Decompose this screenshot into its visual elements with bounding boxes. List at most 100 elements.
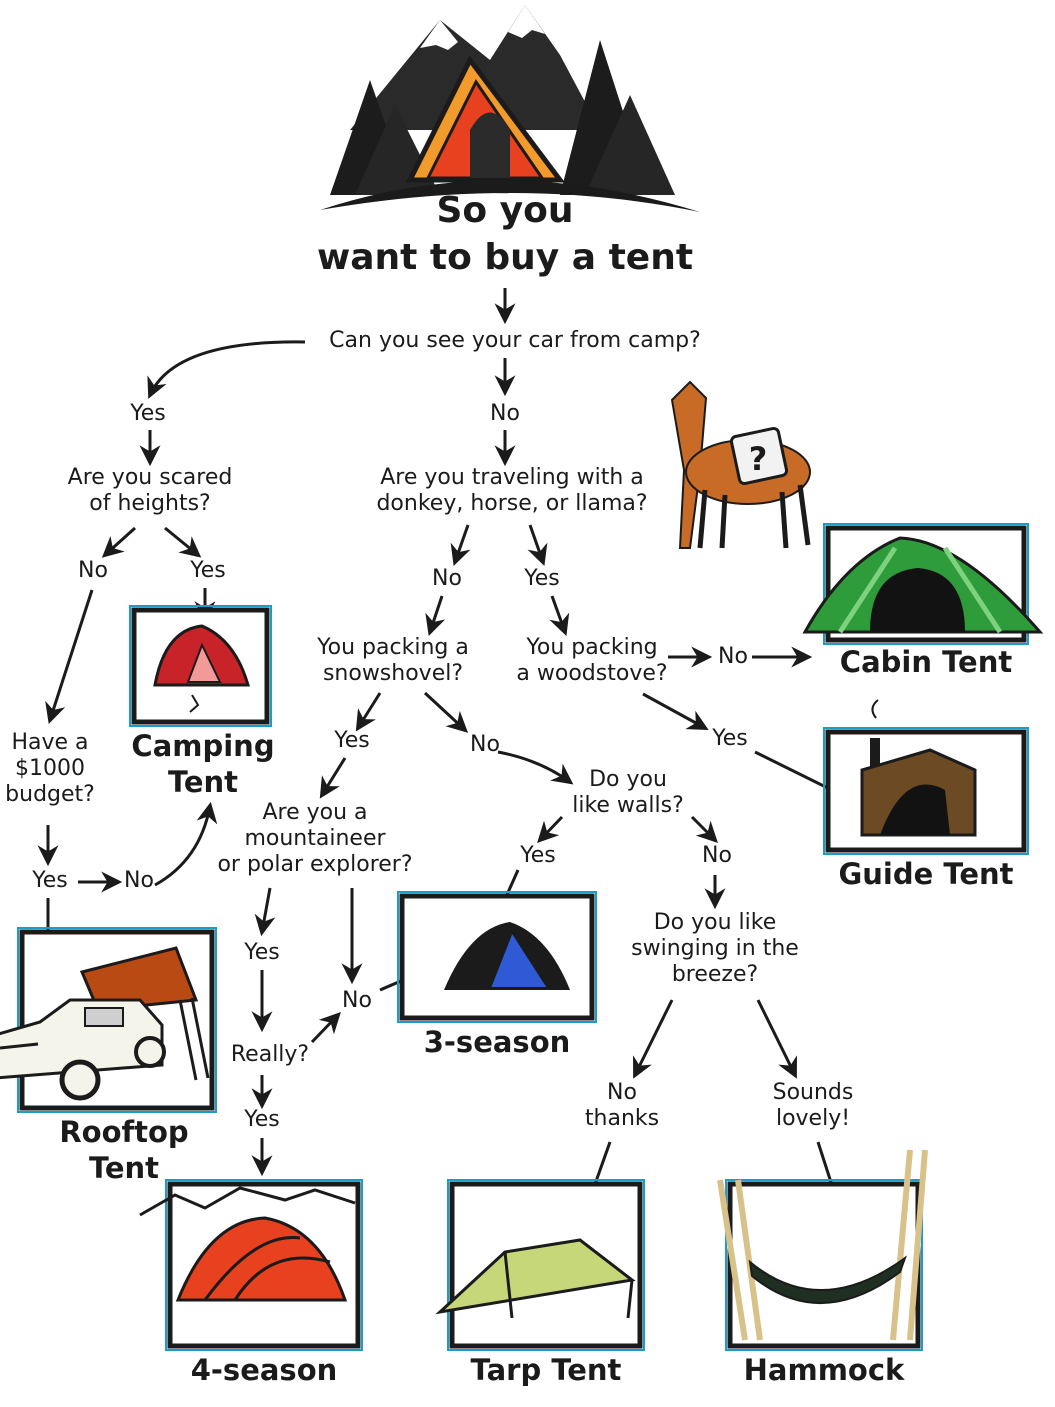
answer-mount-no: No <box>342 988 372 1013</box>
question-swing-line-2: swinging in the <box>631 935 799 961</box>
arrow-hno-to-budget <box>45 589 94 724</box>
question-really: Really? <box>230 1042 310 1067</box>
answer-swing-yes-line-2: lovely! <box>775 1105 851 1131</box>
arrow-animal-to-yes <box>527 524 548 566</box>
result-guide-tent: Guide Tent <box>838 857 1014 891</box>
answer-budget-yes: Yes <box>32 868 68 893</box>
answer-heights-yes: Yes <box>190 558 226 583</box>
answer-swing-no-line-1: No <box>607 1080 637 1105</box>
question-swinging: Do you like swinging in the breeze? <box>610 910 820 988</box>
arrow-nyes-to-mount <box>319 757 347 799</box>
answer-snow-no: No <box>470 732 500 757</box>
answer-heights-no: No <box>78 558 108 583</box>
question-budget-line-2: $1000 <box>15 755 85 781</box>
answer-mount-yes: Yes <box>244 940 280 965</box>
arrow-ano-to-snow <box>425 595 446 636</box>
arrow-swing-to-no <box>633 999 674 1079</box>
guide-tent-icon <box>860 699 977 837</box>
question-mount-line-2: mountaineer <box>244 825 386 851</box>
camping-tent-icon <box>153 624 250 713</box>
result-4season-tent: 4-season <box>190 1353 338 1387</box>
result-cabin-tent: Cabin Tent <box>839 645 1013 679</box>
question-heights-line-1: Are you scared <box>67 465 233 490</box>
result-rooftop-line-2: Tent <box>88 1151 160 1186</box>
question-walls: Do you like walls? <box>548 767 708 819</box>
result-tarp-tent: Tarp Tent <box>470 1353 622 1387</box>
question-budget-line-3: budget? <box>5 781 95 807</box>
question-snowshovel: You packing a snowshovel? <box>298 635 488 687</box>
arrow-walls-to-no <box>690 815 718 843</box>
result-rooftop-line-1: Rooftop <box>59 1115 189 1149</box>
answer-swing-yes-line-1: Sounds <box>772 1080 854 1105</box>
flow-arrows <box>37 288 856 1239</box>
question-heights: Are you scared of heights? <box>40 465 260 517</box>
result-frame-glow <box>17 523 1029 1351</box>
result-hammock: Hammock <box>743 1353 905 1387</box>
cabin-tent-icon <box>802 536 1044 634</box>
arrow-bno-to-camping <box>154 801 218 887</box>
question-swing-line-3: breeze? <box>671 961 759 987</box>
rooftop-tent-icon <box>0 946 210 1101</box>
arrow-snow-to-no <box>423 691 469 733</box>
answer-stove-no: No <box>718 644 748 669</box>
question-stove-line-2: a woodstove? <box>516 660 668 686</box>
tarp-tent-icon <box>435 1238 636 1319</box>
answer-animal-no: No <box>432 566 462 591</box>
question-animal-line-1: Are you traveling with a <box>380 465 644 490</box>
arrow-heights-to-no <box>101 526 137 558</box>
answer-walls-no: No <box>702 843 732 868</box>
arrow-heights-to-yes <box>164 526 202 558</box>
answer-animal-yes: Yes <box>524 566 560 591</box>
answer-stove-yes: Yes <box>712 726 748 751</box>
result-camping-line-2: Tent <box>167 765 239 800</box>
answer-snow-yes: Yes <box>334 728 370 753</box>
arrow-car-to-yes <box>147 340 306 399</box>
answer-really-yes: Yes <box>244 1107 280 1132</box>
question-animal: Are you traveling with a donkey, horse, … <box>352 465 672 517</box>
result-camping-line-1: Camping <box>131 729 275 763</box>
title-line-2: want to buy a tent <box>316 236 694 278</box>
page-title: So you want to buy a tent <box>305 188 705 282</box>
3season-tent-icon <box>444 922 570 990</box>
question-heights-line-2: of heights? <box>89 490 211 516</box>
result-3season-tent: 3-season <box>423 1025 571 1059</box>
header-tent-illustration <box>320 5 700 212</box>
result-camping-tent: Camping Tent <box>118 728 288 801</box>
arrow-snow-to-yes <box>355 692 382 732</box>
question-woodstove: You packing a woodstove? <box>502 635 682 687</box>
question-car: Can you see your car from camp? <box>329 328 701 353</box>
llama-illustration: ? <box>670 380 811 549</box>
answer-walls-yes: Yes <box>520 843 556 868</box>
arrow-swing-to-yes <box>756 999 797 1079</box>
question-mount-line-3: or polar explorer? <box>217 851 413 877</box>
hammock-icon <box>717 1149 928 1341</box>
question-mountaineer: Are you a mountaineer or polar explorer? <box>200 800 430 878</box>
question-snow-line-1: You packing a <box>317 635 469 660</box>
answer-car-yes: Yes <box>130 401 166 426</box>
question-animal-line-2: donkey, horse, or llama? <box>376 490 648 516</box>
arrow-nno-to-walls <box>497 750 574 785</box>
result-rooftop-tent: Rooftop Tent <box>44 1114 204 1187</box>
arrow-walls-to-yes <box>537 815 564 844</box>
question-swing-line-1: Do you like <box>653 910 777 935</box>
question-snow-line-2: snowshovel? <box>322 660 464 686</box>
arrow-stove-to-yes <box>642 692 709 731</box>
question-mount-line-1: Are you a <box>262 800 368 825</box>
answer-swing-no: No thanks <box>572 1080 672 1132</box>
answer-car-no: No <box>490 401 520 426</box>
question-budget: Have a $1000 budget? <box>0 730 100 808</box>
arrow-mount-to-yes <box>254 887 276 937</box>
question-stove-line-1: You packing <box>526 635 658 660</box>
answer-swing-yes: Sounds lovely! <box>758 1080 868 1132</box>
question-walls-line-2: like walls? <box>572 792 684 818</box>
arrow-ayes-to-stove <box>549 595 570 636</box>
answer-budget-no: No <box>124 868 154 893</box>
question-budget-line-1: Have a <box>11 730 89 755</box>
arrow-really-to-no <box>310 1011 341 1044</box>
llama-badge-label: ? <box>749 440 768 478</box>
4season-tent-icon <box>139 1186 356 1302</box>
answer-swing-no-line-2: thanks <box>584 1105 660 1131</box>
question-walls-line-1: Do you <box>589 767 667 792</box>
title-line-1: So you <box>436 190 574 231</box>
